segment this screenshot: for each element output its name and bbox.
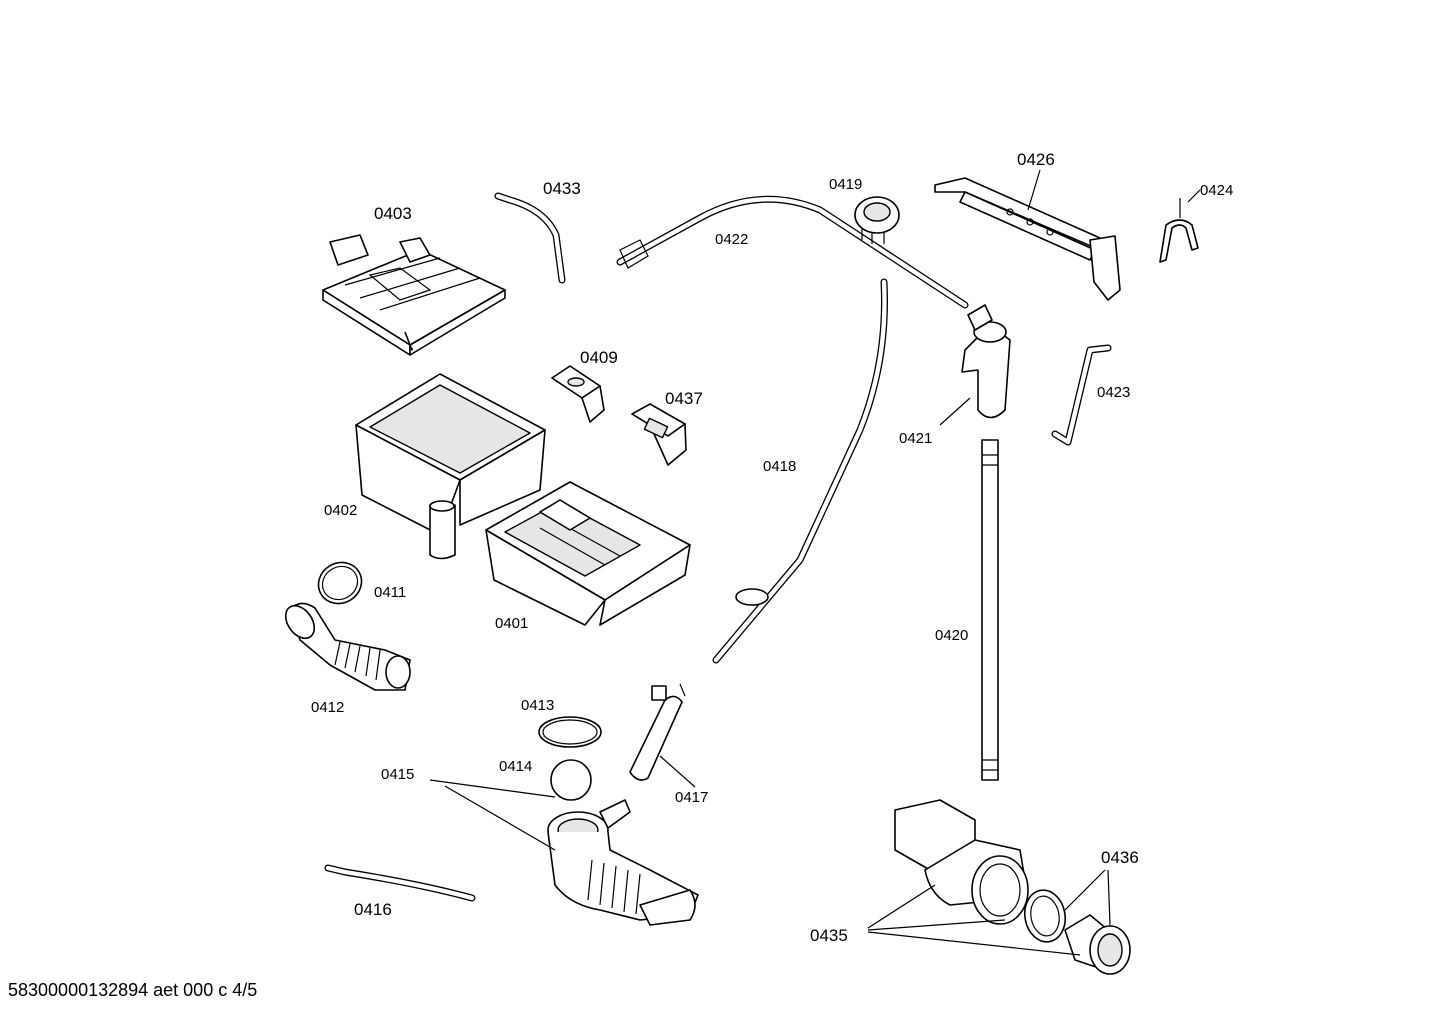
label-0411: 0411 — [374, 584, 406, 601]
label-0401: 0401 — [495, 615, 528, 632]
leader-lines — [429, 169, 1201, 956]
label-0422: 0422 — [715, 231, 748, 248]
part-0402-drawer-tray — [355, 373, 546, 560]
label-0417: 0417 — [675, 789, 708, 806]
label-0418: 0418 — [763, 458, 796, 475]
part-0436-filter — [1023, 889, 1131, 975]
label-0436: 0436 — [1101, 848, 1139, 867]
label-0403: 0403 — [374, 204, 412, 223]
label-0421: 0421 — [899, 430, 932, 447]
part-0420-drain-tube — [981, 439, 999, 781]
part-0414-ball — [550, 759, 592, 801]
part-0437-bracket — [631, 403, 687, 466]
part-0409-bracket — [551, 365, 605, 423]
part-0411-seal-ring — [317, 561, 363, 605]
label-0402: 0402 — [324, 502, 357, 519]
part-0416-hose — [324, 864, 476, 902]
document-code: 58300000132894 aet 000 c 4/5 — [8, 980, 258, 1000]
part-0424-fork-clip — [1159, 198, 1199, 263]
part-0413-seal-ring — [538, 716, 602, 748]
label-0414: 0414 — [499, 758, 532, 775]
part-0418-pressure-tube — [712, 278, 888, 664]
part-0417-sensor — [629, 683, 686, 781]
label-0424: 0424 — [1200, 182, 1233, 199]
part-0401-drawer-insert — [485, 481, 691, 626]
label-0409: 0409 — [580, 348, 618, 367]
part-0423-rod — [1051, 344, 1112, 446]
part-0412-corrugated-hose — [284, 602, 411, 691]
part-0433-hose — [494, 192, 566, 284]
label-0426: 0426 — [1017, 150, 1055, 169]
label-0433: 0433 — [543, 179, 581, 198]
part-0435-drain-pump — [894, 799, 1029, 925]
label-0437: 0437 — [665, 389, 703, 408]
label-0413: 0413 — [521, 697, 554, 714]
label-0415: 0415 — [381, 766, 414, 783]
part-0415-sump-hose — [547, 799, 699, 926]
label-0412: 0412 — [311, 699, 344, 716]
label-0435: 0435 — [810, 926, 848, 945]
part-labels: 0403 0433 0409 0437 0402 0411 0401 0412 … — [311, 150, 1233, 945]
part-0403-drawer-cover — [322, 234, 506, 356]
part-0421-elbow — [961, 304, 1011, 419]
label-0420: 0420 — [935, 627, 968, 644]
label-0416: 0416 — [354, 900, 392, 919]
part-0422-hose — [616, 195, 969, 309]
label-0423: 0423 — [1097, 384, 1130, 401]
part-0426-bracket-bar — [934, 177, 1121, 301]
part-0419-pressure-switch — [854, 196, 900, 244]
label-0419: 0419 — [829, 176, 862, 193]
